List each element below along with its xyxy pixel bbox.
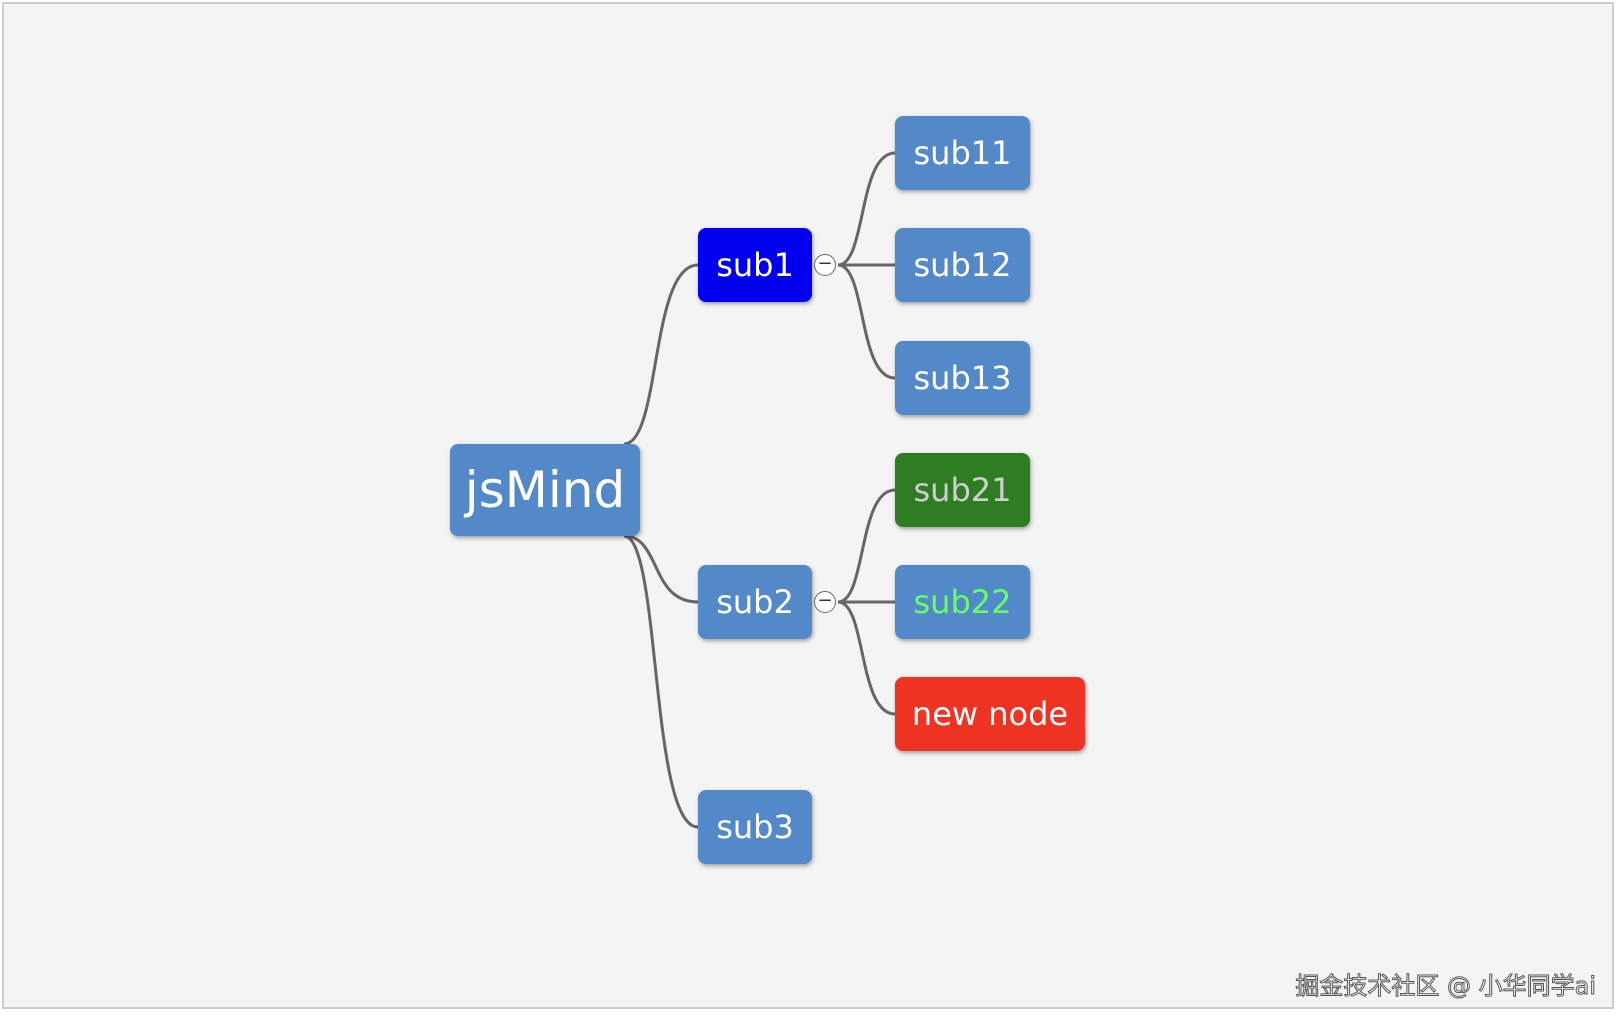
- connector-sub2-sub21: [837, 488, 896, 604]
- node-sub2[interactable]: sub2: [698, 565, 812, 639]
- node-sub12[interactable]: sub12: [895, 228, 1030, 302]
- connector-sub1-sub11: [837, 151, 896, 267]
- connector-root-sub3: [623, 534, 699, 829]
- collapse-sub1-icon[interactable]: −: [814, 254, 836, 276]
- node-new-node[interactable]: new node: [895, 677, 1085, 751]
- connector-sub2-newnode: [837, 600, 896, 716]
- node-root[interactable]: jsMind: [450, 444, 640, 536]
- node-sub13[interactable]: sub13: [895, 341, 1030, 415]
- connector-lines: [623, 151, 896, 829]
- connector-root-sub2: [623, 534, 699, 604]
- node-sub22[interactable]: sub22: [895, 565, 1030, 639]
- connector-root-sub1: [623, 263, 699, 446]
- mindmap-canvas: jsMind sub1 sub2 sub3 sub11 sub12 sub13 …: [2, 2, 1614, 1009]
- connector-sub1-sub13: [837, 263, 896, 380]
- node-sub3[interactable]: sub3: [698, 790, 812, 864]
- node-sub1[interactable]: sub1: [698, 228, 812, 302]
- node-sub11[interactable]: sub11: [895, 116, 1030, 190]
- node-sub21[interactable]: sub21: [895, 453, 1030, 527]
- collapse-sub2-icon[interactable]: −: [814, 591, 836, 613]
- watermark: 掘金技术社区 @ 小华同学ai: [1295, 972, 1597, 1001]
